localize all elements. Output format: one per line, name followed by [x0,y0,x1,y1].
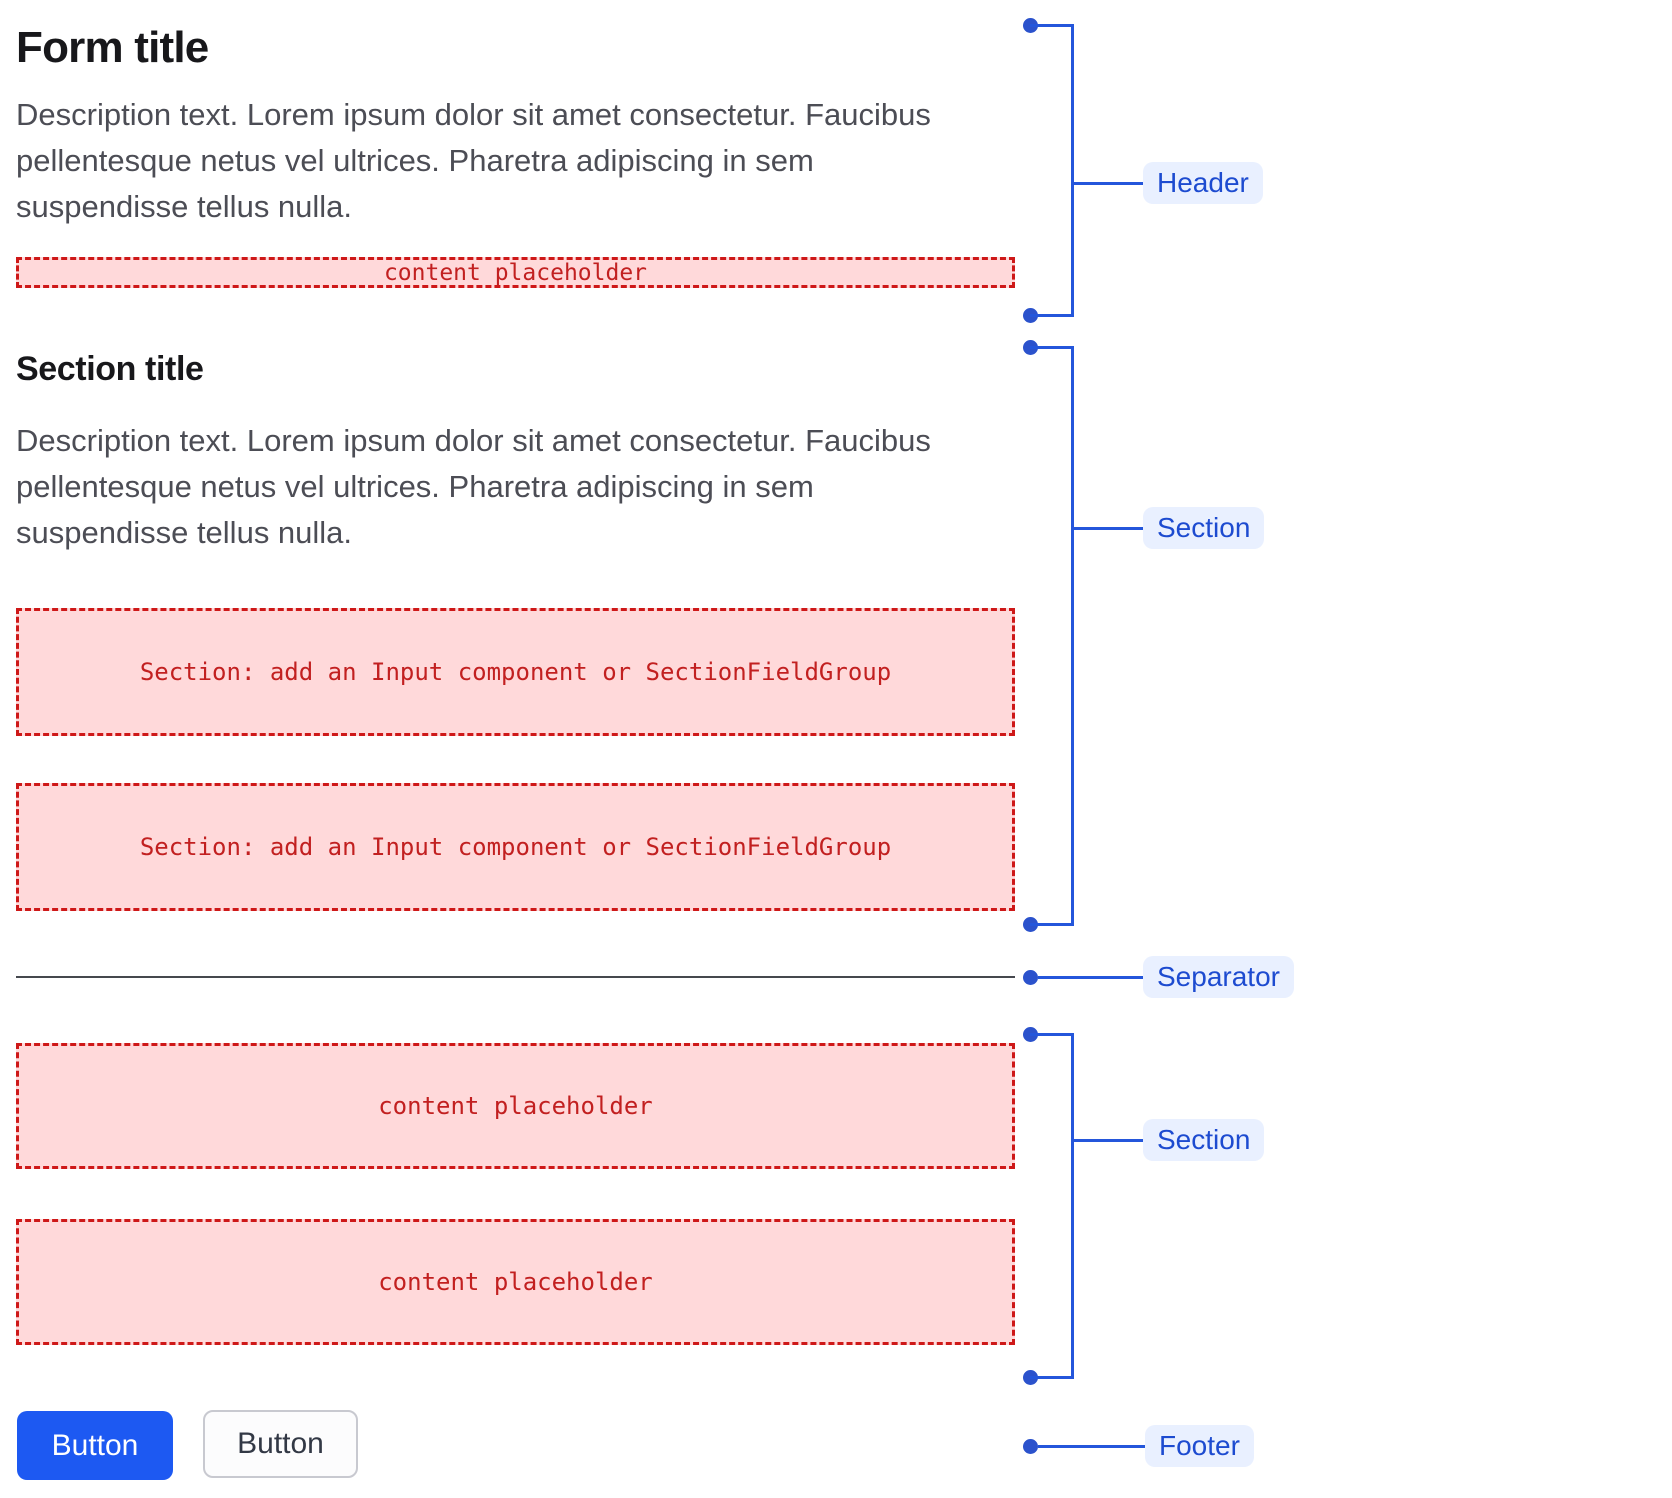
section-label: Section [1143,1119,1265,1161]
bracket-stub [1030,1033,1074,1036]
form-description: Description text. Lorem ipsum dolor sit … [16,97,931,224]
label-text: Section [1157,1124,1251,1155]
form-title: Form title [16,23,209,72]
section-field-placeholder-box: Section: add an Input component or Secti… [16,783,1015,911]
primary-button[interactable]: Button [17,1411,173,1480]
bracket-stub [1030,24,1074,27]
label-connector-line [1038,1445,1145,1448]
section-title: Section title [16,350,204,388]
label-text: Separator [1157,961,1280,992]
bracket-stub [1030,1376,1074,1379]
section-label: Section [1143,507,1265,549]
label-text: Footer [1159,1430,1240,1461]
placeholder-text: Section: add an Input component or Secti… [139,833,892,861]
section2-content-placeholder-box: content placeholder [16,1219,1015,1345]
label-text: Section [1157,512,1251,543]
separator-line [16,976,1015,978]
section2-content-placeholder-box: content placeholder [16,1043,1015,1169]
placeholder-text: content placeholder [378,1268,653,1296]
label-connector-line [1074,527,1143,530]
bracket-stub [1030,346,1074,349]
bracket-dot [1023,1439,1038,1454]
header-label: Header [1143,162,1263,204]
separator-label: Separator [1143,956,1294,998]
footer-label: Footer [1145,1425,1254,1467]
bracket-vertical-line [1071,1033,1074,1379]
label-connector-line [1074,182,1143,185]
placeholder-text: content placeholder [378,1092,653,1120]
label-connector-line [1038,976,1143,979]
bracket-stub [1030,923,1074,926]
bracket-dot [1023,970,1038,985]
bracket-vertical-line [1071,24,1074,317]
section-field-placeholder-box: Section: add an Input component or Secti… [16,608,1015,736]
bracket-stub [1030,314,1074,317]
section-description: Description text. Lorem ipsum dolor sit … [16,423,931,550]
placeholder-text: content placeholder [383,259,648,286]
secondary-button[interactable]: Button [203,1410,358,1478]
label-text: Header [1157,167,1249,198]
header-content-placeholder-box: content placeholder [16,257,1015,288]
label-connector-line [1074,1139,1143,1142]
placeholder-text: Section: add an Input component or Secti… [139,658,892,686]
bracket-vertical-line [1071,346,1074,926]
